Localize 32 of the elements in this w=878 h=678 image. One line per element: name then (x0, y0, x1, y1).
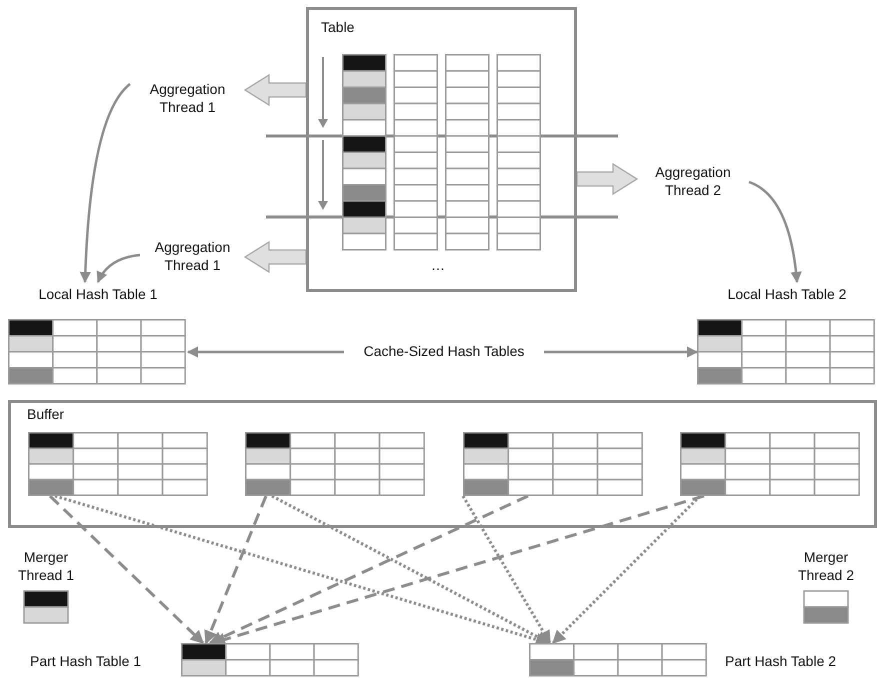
arrow (48, 494, 204, 644)
thread-label: Aggregation Thread 1 (140, 238, 245, 274)
hash-table-title: Part Hash Table 2 (725, 652, 836, 670)
arrow (96, 254, 140, 284)
table-frame (306, 7, 577, 292)
thread-label: Aggregation Thread 1 (130, 80, 245, 116)
hash-table-drawing (680, 432, 860, 496)
arrow (552, 494, 702, 644)
hash-table-drawing (245, 432, 425, 496)
arrow (748, 180, 802, 284)
hash-table-title: Part Hash Table 1 (30, 652, 142, 670)
block-arrow (244, 74, 307, 106)
caption-label: Cache-Sized Hash Tables (344, 342, 544, 360)
arrow (204, 495, 268, 644)
hash-table-title: Local Hash Table 2 (726, 285, 848, 303)
thread-label: Merger Thread 2 (796, 548, 856, 584)
buffer-title: Buffer (27, 405, 64, 423)
ellipsis-label: … (431, 256, 445, 274)
thread-label: Merger Thread 1 (16, 548, 76, 584)
buffer-frame (8, 400, 877, 528)
hash-table-drawing (28, 432, 208, 496)
arrow (544, 346, 698, 358)
thread-label: Aggregation Thread 2 (637, 163, 749, 199)
arrow (186, 346, 344, 358)
hash-table-title: Local Hash Table 1 (38, 285, 158, 303)
table-title: Table (321, 18, 354, 36)
block-arrow (244, 240, 307, 274)
block-arrow (576, 162, 638, 196)
hash-table-drawing (463, 432, 643, 496)
arrow (462, 495, 552, 644)
arrow (80, 83, 131, 284)
arrow (208, 494, 529, 644)
